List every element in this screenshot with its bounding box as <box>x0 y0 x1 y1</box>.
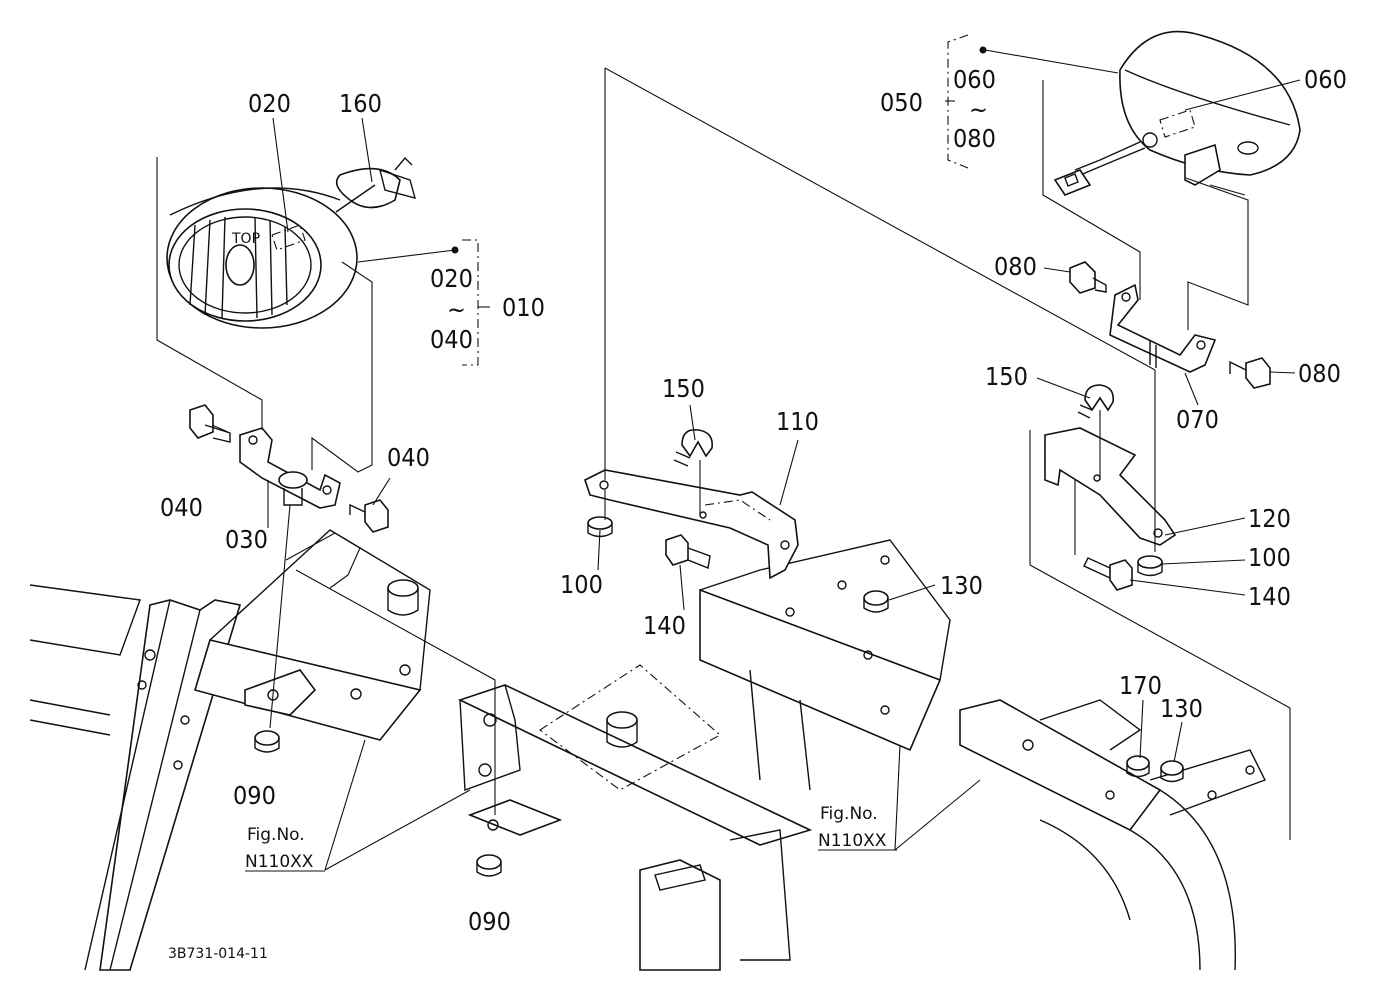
lamp-top-marking: TOP <box>231 231 260 247</box>
left-work-lamp: TOP <box>166 187 358 329</box>
fig-ref-center[interactable]: Fig.No. N110XX <box>818 804 897 851</box>
bracket-110 <box>584 469 799 580</box>
nut-130-center <box>863 590 889 613</box>
label-140-center: 140 <box>643 611 686 640</box>
cable-tie-160 <box>335 156 417 213</box>
bolt-080-left <box>1069 261 1107 294</box>
bolt-080-right <box>1229 357 1271 389</box>
label-160: 160 <box>339 89 382 118</box>
label-040-left: 040 <box>160 493 203 522</box>
bolt-040-right <box>349 499 389 533</box>
label-020-range: 020 <box>430 264 473 293</box>
label-080-range: 080 <box>953 124 996 153</box>
fig-ref-left-line2[interactable]: N110XX <box>245 852 314 872</box>
label-110: 110 <box>776 407 819 436</box>
label-range-tilde-left: ~ <box>447 295 466 324</box>
range-dot-010 <box>451 246 459 254</box>
label-130-center: 130 <box>940 571 983 600</box>
clamp-150-center <box>673 428 714 467</box>
label-130-right: 130 <box>1160 694 1203 723</box>
label-150-right: 150 <box>985 362 1028 391</box>
label-090-left: 090 <box>233 781 276 810</box>
label-070: 070 <box>1176 405 1219 434</box>
nut-100-right <box>1137 555 1163 577</box>
range-bracket-050 <box>947 34 969 169</box>
nut-090-center <box>476 854 502 877</box>
fig-ref-center-line2[interactable]: N110XX <box>818 831 887 851</box>
label-020-top: 020 <box>248 89 291 118</box>
label-040-right: 040 <box>387 443 430 472</box>
range-bracket-010 <box>462 239 479 366</box>
label-range-tilde-right: ~ <box>969 95 988 124</box>
bolt-040-left <box>189 404 231 443</box>
right-lamp-bracket-070 <box>1109 283 1217 373</box>
range-dot-050 <box>979 46 987 54</box>
label-100-right: 100 <box>1248 543 1291 572</box>
label-040-range: 040 <box>430 325 473 354</box>
label-060-range: 060 <box>953 65 996 94</box>
diagram-code: 3B731-014-11 <box>168 946 268 962</box>
leader-lines <box>211 49 1301 871</box>
label-060-right: 060 <box>1304 65 1347 94</box>
bolt-140-center <box>665 534 711 569</box>
right-work-lamp <box>1053 30 1301 196</box>
left-lamp-bracket-030 <box>239 427 341 509</box>
guide-lines-right <box>1029 80 1291 840</box>
label-010: 010 <box>502 293 545 322</box>
fig-ref-left[interactable]: Fig.No. N110XX <box>245 825 325 872</box>
guide-lines-left <box>156 157 496 815</box>
bolt-140-right <box>1083 557 1133 591</box>
clamp-150-right <box>1077 384 1115 419</box>
part-labels: 020 160 020 ~ 040 010 040 040 030 090 09… <box>160 65 1347 936</box>
nut-170 <box>1126 755 1150 778</box>
fig-ref-center-line1[interactable]: Fig.No. <box>820 804 878 824</box>
nut-130-right <box>1160 760 1184 783</box>
label-120: 120 <box>1248 504 1291 533</box>
label-170: 170 <box>1119 671 1162 700</box>
nut-100-center <box>587 516 613 538</box>
label-080-left: 080 <box>994 252 1037 281</box>
guide-lines-center <box>604 67 1156 520</box>
fig-ref-left-line1[interactable]: Fig.No. <box>247 825 305 845</box>
label-050: 050 <box>880 88 923 117</box>
tractor-frame <box>29 529 1266 971</box>
nut-090-left <box>254 730 280 753</box>
bracket-120 <box>1044 427 1177 546</box>
label-090-center: 090 <box>468 907 511 936</box>
label-150-center: 150 <box>662 374 705 403</box>
label-100-center: 100 <box>560 570 603 599</box>
label-140-right: 140 <box>1248 582 1291 611</box>
label-080-right: 080 <box>1298 359 1341 388</box>
label-030: 030 <box>225 525 268 554</box>
